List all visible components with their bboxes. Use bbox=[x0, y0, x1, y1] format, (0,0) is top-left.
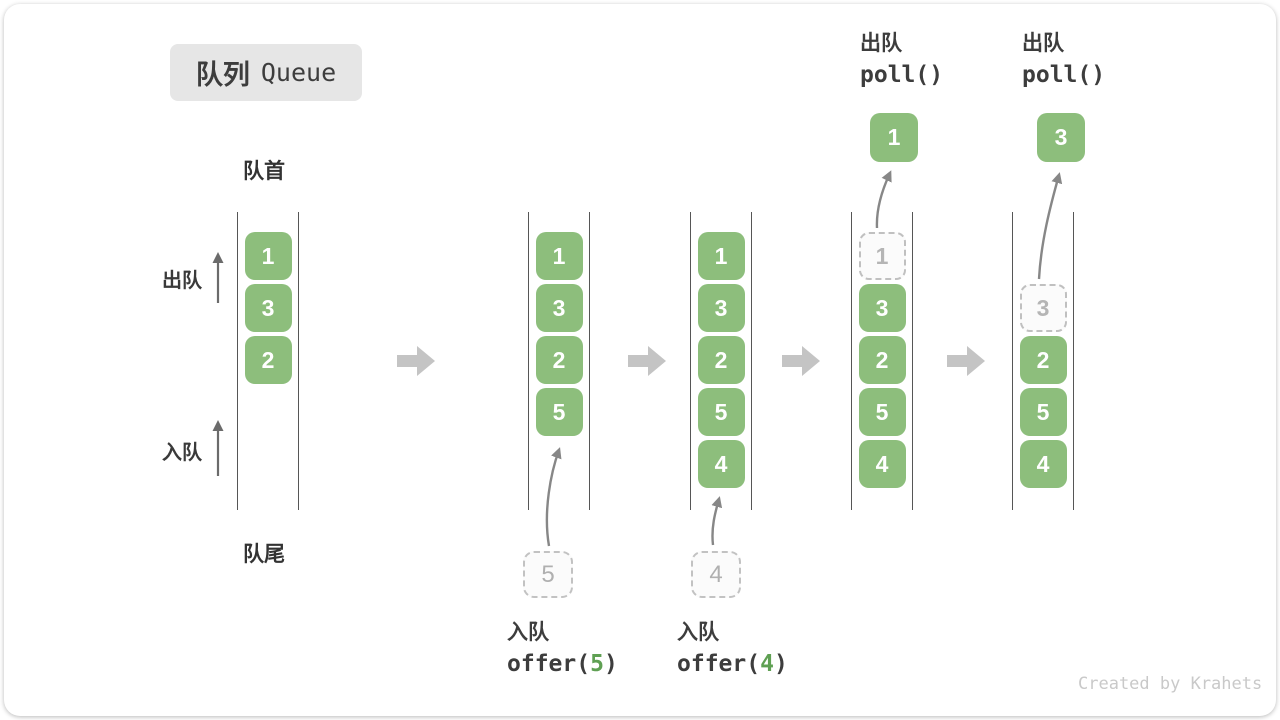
queue-5-slot-3-green: 5 bbox=[1019, 388, 1067, 436]
next-step-arrow-icon-4 bbox=[947, 344, 987, 378]
poll-label-code: poll() bbox=[1022, 62, 1106, 88]
next-step-arrow-icon-3 bbox=[782, 344, 822, 378]
queue-1-slot-1-green: 3 bbox=[244, 284, 292, 332]
queue-rear-label: 队尾 bbox=[243, 543, 285, 566]
queue-walls-state-1-initial bbox=[237, 212, 299, 510]
queue-5-slot-2-green: 2 bbox=[1019, 336, 1067, 384]
queue-walls-state-5-poll-3 bbox=[1012, 212, 1074, 510]
queue-4-slot-3-green: 5 bbox=[858, 388, 906, 436]
dequeue-side-label: 出队 bbox=[162, 270, 202, 292]
offer-operation-label-state-3-after-offer-4: 入队 offer(4) bbox=[677, 618, 788, 681]
poll-label-zh: 出队 bbox=[1022, 32, 1064, 55]
title-en: Queue bbox=[260, 58, 337, 87]
poll-operation-label-state-5-poll-3: 出队 poll() bbox=[1022, 29, 1105, 92]
queue-2-slot-1-green: 3 bbox=[535, 284, 583, 332]
queue-front-label: 队首 bbox=[243, 160, 285, 183]
offer-label-code: offer(5) bbox=[507, 651, 618, 677]
queue-5-slot-4-green: 4 bbox=[1019, 440, 1067, 488]
next-step-arrow-icon-2 bbox=[628, 344, 668, 378]
queue-3-slot-0-green: 1 bbox=[697, 232, 745, 280]
queue-2-slot-0-green: 1 bbox=[535, 232, 583, 280]
title-zh: 队列 bbox=[195, 60, 250, 90]
queue-2-slot-2-green: 2 bbox=[535, 336, 583, 384]
queue-3-slot-3-green: 5 bbox=[697, 388, 745, 436]
offer-label-zh: 入队 bbox=[507, 621, 549, 644]
offer-label-zh: 入队 bbox=[677, 621, 719, 644]
watermark: Created by Krahets bbox=[1078, 674, 1263, 694]
title-badge: 队列 Queue bbox=[170, 44, 362, 101]
queue-walls-state-3-after-offer-4 bbox=[690, 212, 752, 510]
poll-label-zh: 出队 bbox=[860, 32, 902, 55]
poll-operation-label-state-4-poll-1: 出队 poll() bbox=[860, 29, 943, 92]
queue-4-slot-1-green: 3 bbox=[858, 284, 906, 332]
incoming-element-5: 5 bbox=[523, 551, 573, 598]
queue-1-slot-2-green: 2 bbox=[244, 336, 292, 384]
queue-1-slot-0-green: 1 bbox=[244, 232, 292, 280]
queue-4-slot-4-green: 4 bbox=[858, 440, 906, 488]
incoming-element-4: 4 bbox=[691, 551, 741, 598]
queue-4-slot-0-dashed: 1 bbox=[858, 232, 906, 280]
offer-label-code: offer(4) bbox=[677, 651, 788, 677]
next-step-arrow-icon-1 bbox=[397, 344, 437, 378]
queue-4-slot-2-green: 2 bbox=[858, 336, 906, 384]
enqueue-side-label: 入队 bbox=[162, 442, 202, 464]
offer-operation-label-state-2-after-offer-5: 入队 offer(5) bbox=[507, 618, 618, 681]
queue-walls-state-2-after-offer-5 bbox=[528, 212, 590, 510]
queue-3-slot-4-green: 4 bbox=[697, 440, 745, 488]
queue-3-slot-1-green: 3 bbox=[697, 284, 745, 332]
polled-element-3: 3 bbox=[1037, 113, 1085, 162]
queue-walls-state-4-poll-1 bbox=[851, 212, 913, 510]
queue-2-slot-3-green: 5 bbox=[535, 388, 583, 436]
queue-3-slot-2-green: 2 bbox=[697, 336, 745, 384]
polled-element-1: 1 bbox=[870, 113, 918, 162]
poll-label-code: poll() bbox=[860, 62, 944, 88]
queue-5-slot-1-dashed: 3 bbox=[1019, 284, 1067, 332]
